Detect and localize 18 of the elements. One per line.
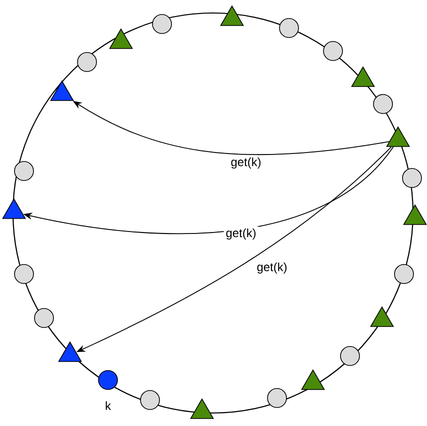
node-caption: k [106, 401, 111, 410]
circle-marker [34, 308, 54, 328]
circle-marker [98, 370, 118, 390]
circle-marker [279, 18, 299, 38]
circle-marker [373, 94, 393, 114]
circle-marker [77, 52, 97, 72]
circle-marker [340, 346, 360, 366]
edge-label: get(k) [224, 226, 258, 242]
edge-label: get(k) [228, 155, 264, 171]
circle-marker [140, 390, 160, 410]
circle-marker [152, 14, 172, 34]
circle-marker [323, 41, 343, 61]
circle-marker [14, 264, 34, 284]
circle-marker [14, 161, 34, 181]
edge-label: get(k) [254, 260, 290, 276]
circle-marker [402, 168, 422, 188]
circle-marker [267, 388, 287, 408]
circle-marker [394, 264, 414, 284]
